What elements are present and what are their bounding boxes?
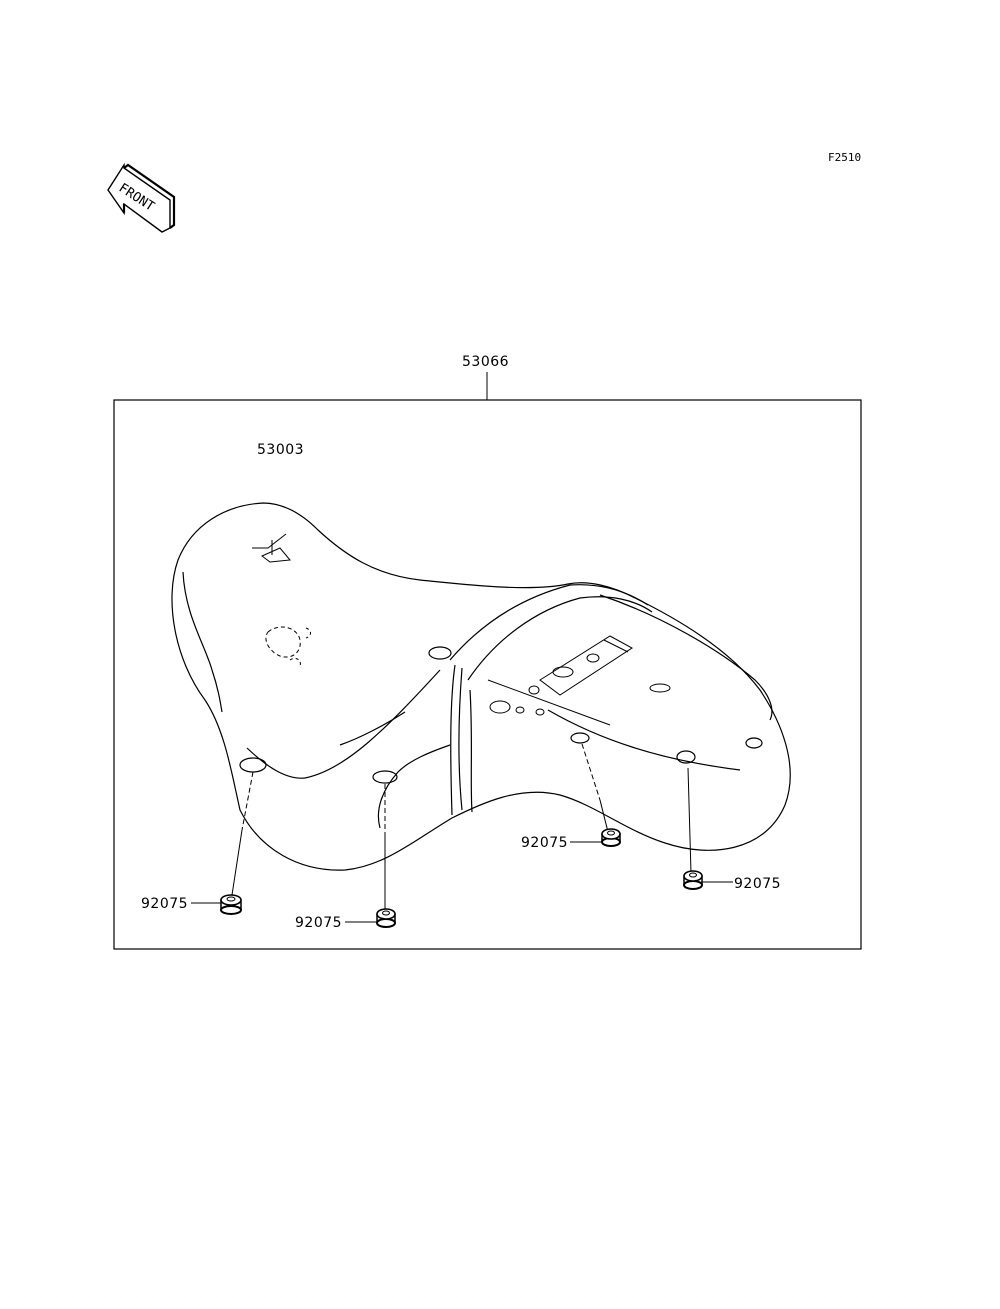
front-arrow-icon: FRONT: [107, 162, 176, 233]
damper-right-rear-icon: [683, 870, 703, 890]
damper-right-front-icon: [601, 828, 621, 847]
damper-part-number-right-front: 92075: [521, 835, 568, 851]
damper-leader-right-rear: [687, 767, 692, 874]
figure-code: F2510: [828, 151, 861, 164]
damper-leader-left-front-solid: [231, 829, 243, 896]
damper-left-rear-icon: [376, 908, 396, 928]
damper-part-number-left-front: 92075: [141, 896, 188, 912]
damper-leader-right-front: [581, 743, 601, 801]
assembly-part-number: 53066: [462, 354, 509, 370]
assembly-frame: [113, 399, 862, 950]
damper-left-front-icon: [220, 894, 242, 915]
seat-part-number: 53003: [257, 442, 304, 458]
damper-leader-right-front-solid: [599, 799, 609, 833]
seat-drawing: [171, 502, 791, 871]
damper-part-number-left-rear: 92075: [295, 915, 342, 931]
damper-part-number-right-rear: 92075: [734, 876, 781, 892]
damper-leader-left-front: [241, 771, 254, 831]
